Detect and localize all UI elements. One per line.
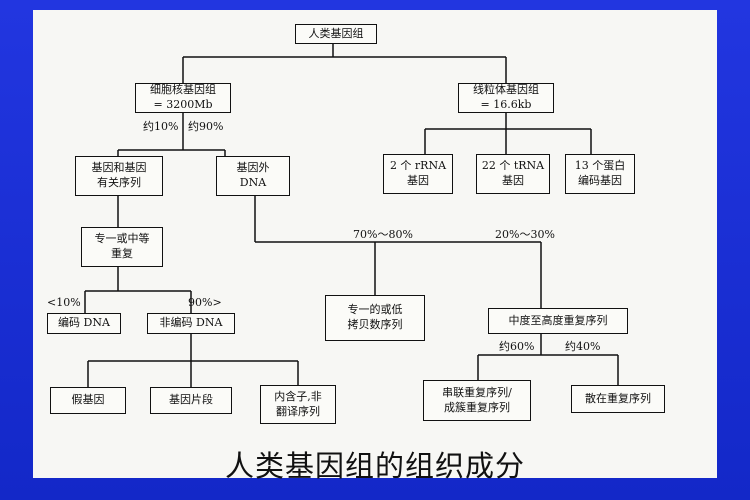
mito-genome-node: 线粒体基因组 = 16.6kb [458, 83, 554, 113]
pct-70-80-label: 70%～80% [353, 228, 413, 241]
tandem-repeat-node: 串联重复序列/ 成簇重复序列 [423, 380, 531, 421]
pseudogene-label: 假基因 [71, 393, 105, 407]
gene-related-line2: 有关序列 [97, 176, 141, 189]
noncoding-dna-node: 非编码 DNA [147, 313, 235, 334]
intron-line2: 翻译序列 [276, 404, 320, 418]
noncoding-dna-label: 非编码 DNA [159, 316, 223, 330]
root-label: 人类基因组 [308, 26, 364, 40]
single-moderate-line2: 重复 [111, 247, 133, 260]
nuclear-genome-label: 细胞核基因组 [150, 83, 216, 97]
mod-high-label: 中度至高度重复序列 [508, 313, 608, 327]
unique-low-line2: 拷贝数序列 [347, 318, 403, 331]
pct-40-label: 约40% [565, 340, 601, 353]
pct-20-30-label: 20%～30% [495, 228, 555, 241]
pct-90-label: 约90% [188, 120, 224, 133]
nuclear-genome-size: = 3200Mb [153, 98, 213, 111]
rrna-line1: 2 个 rRNA [389, 159, 447, 173]
tandem-line2: 成簇重复序列 [444, 400, 510, 414]
trna-node: 22 个 tRNA 基因 [476, 154, 550, 194]
gene-fragment-label: 基因片段 [169, 393, 213, 407]
extragenic-line1: 基因外 [236, 161, 270, 175]
tandem-line1: 串联重复序列/ [442, 385, 512, 399]
single-moderate-node: 专一或中等 重复 [81, 227, 163, 267]
mito-genome-size: = 16.6kb [480, 98, 532, 111]
gt90-label: 90%> [188, 296, 222, 309]
coding-dna-node: 编码 DNA [47, 313, 121, 334]
pct-10-label: 约10% [143, 120, 179, 133]
trna-line1: 22 个 tRNA [481, 159, 545, 173]
gene-related-line1: 基因和基因 [91, 161, 147, 175]
root-node: 人类基因组 [295, 24, 377, 44]
rrna-node: 2 个 rRNA 基因 [383, 154, 453, 194]
protein-line1: 13 个蛋白 [574, 159, 626, 173]
lt10-label: <10% [47, 296, 81, 309]
gene-related-node: 基因和基因 有关序列 [75, 156, 163, 196]
diagram-caption: 人类基因组的组织成分 [224, 449, 525, 483]
intron-line1: 内含子,非 [274, 389, 322, 403]
protein-coding-node: 13 个蛋白 编码基因 [565, 154, 635, 194]
trna-line2: 基因 [502, 174, 524, 187]
intron-node: 内含子,非 翻译序列 [260, 385, 336, 424]
unique-low-line1: 专一的或低 [347, 303, 403, 317]
mod-high-repeat-node: 中度至高度重复序列 [488, 308, 628, 334]
dispersed-label: 散在重复序列 [585, 391, 651, 405]
connector-lines [84, 44, 619, 387]
pseudogene-node: 假基因 [50, 387, 126, 414]
pct-60-label: 约60% [499, 340, 535, 353]
single-moderate-line1: 专一或中等 [94, 232, 150, 246]
extragenic-line2: DNA [239, 176, 267, 189]
unique-low-copy-node: 专一的或低 拷贝数序列 [325, 295, 425, 341]
protein-line2: 编码基因 [578, 174, 622, 187]
coding-dna-label: 编码 DNA [58, 316, 110, 330]
diagram-panel: 人类基因组 细胞核基因组 = 3200Mb 线粒体基因组 = 16.6kb 约1… [33, 10, 717, 483]
gene-fragment-node: 基因片段 [150, 387, 232, 414]
rrna-line2: 基因 [407, 174, 429, 187]
dispersed-repeat-node: 散在重复序列 [571, 385, 665, 413]
nuclear-genome-node: 细胞核基因组 = 3200Mb [135, 83, 231, 113]
mito-genome-label: 线粒体基因组 [473, 83, 539, 97]
extragenic-dna-node: 基因外 DNA [216, 156, 290, 196]
